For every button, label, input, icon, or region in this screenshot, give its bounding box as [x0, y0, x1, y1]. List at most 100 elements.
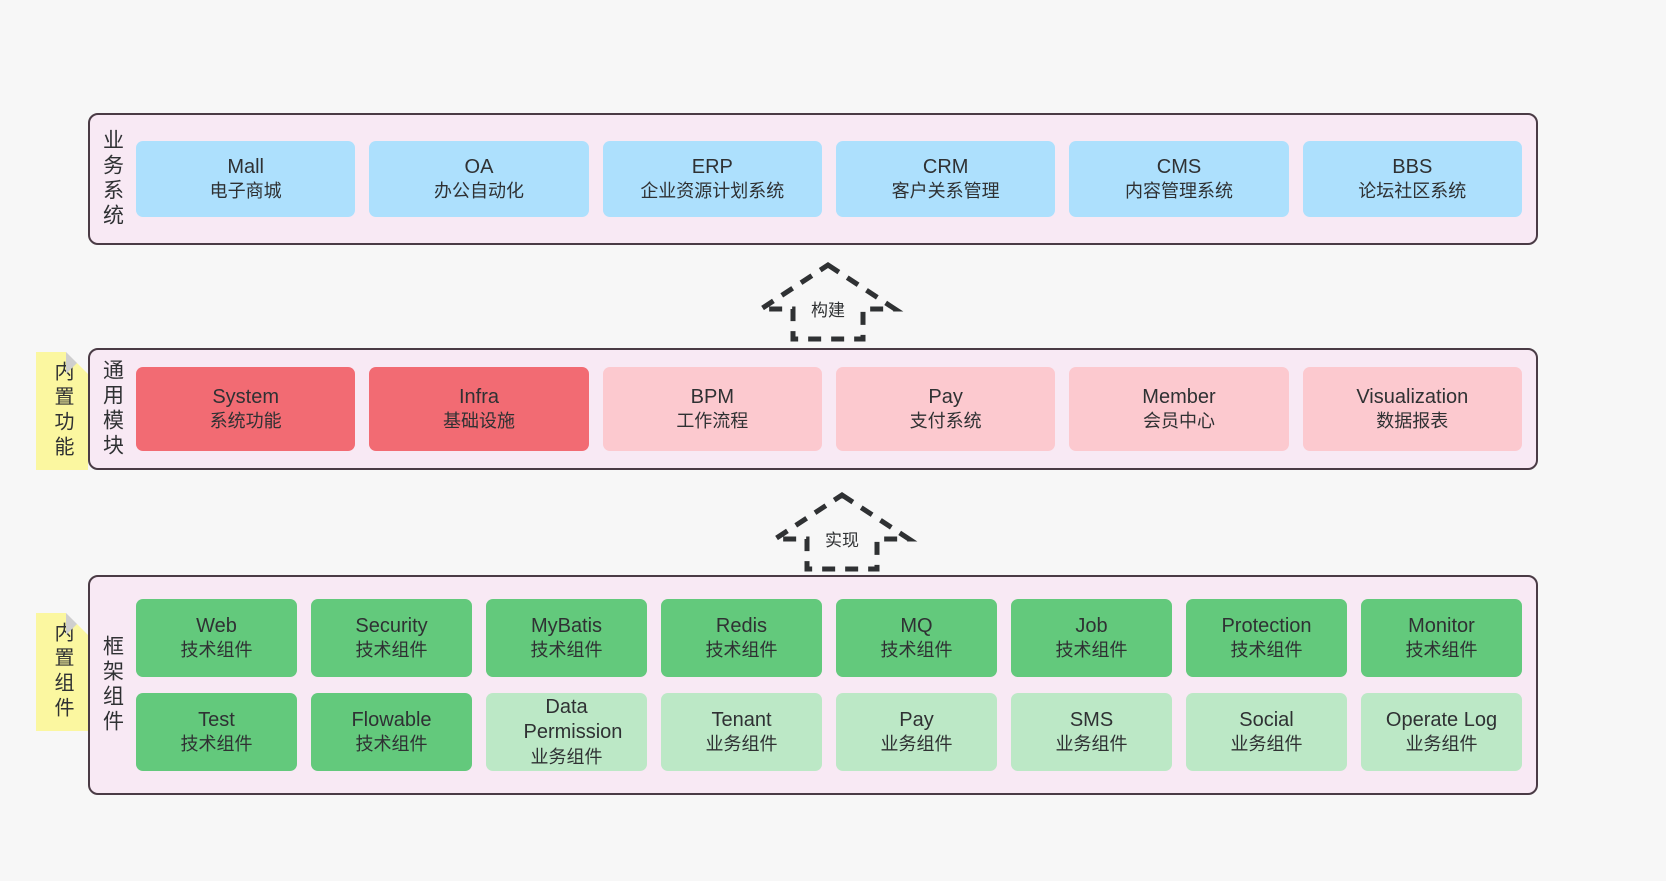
card-job[interactable]: Job 技术组件 — [1011, 599, 1172, 677]
card-subtitle: 基础设施 — [442, 411, 515, 432]
card-oa[interactable]: OA 办公自动化 — [369, 141, 589, 217]
card-member[interactable]: Member 会员中心 — [1069, 367, 1289, 451]
card-title: Operate Log — [1385, 708, 1498, 731]
card-subtitle: 技术组件 — [705, 640, 778, 661]
card-title: Job — [1075, 614, 1108, 637]
framework-row-business: Test 技术组件 Flowable 技术组件 Data Permission … — [136, 693, 1522, 771]
card-pay-component[interactable]: Pay 业务组件 — [836, 693, 997, 771]
section-body-business-systems: Mall 电子商城 OA 办公自动化 ERP 企业资源计划系统 CRM 客户关系… — [134, 115, 1536, 243]
card-title: MQ — [900, 614, 933, 637]
card-subtitle: 论坛社区系统 — [1358, 181, 1467, 202]
card-title: CRM — [922, 155, 969, 178]
card-test[interactable]: Test 技术组件 — [136, 693, 297, 771]
card-title: Flowable — [351, 708, 432, 731]
card-system[interactable]: System 系统功能 — [136, 367, 356, 451]
section-body-common-modules: System 系统功能 Infra 基础设施 BPM 工作流程 Pay 支付系统… — [134, 350, 1536, 468]
card-cms[interactable]: CMS 内容管理系统 — [1069, 141, 1289, 217]
card-social[interactable]: Social 业务组件 — [1186, 693, 1347, 771]
card-mq[interactable]: MQ 技术组件 — [836, 599, 997, 677]
card-title: Web — [196, 614, 237, 637]
card-title: SMS — [1069, 708, 1114, 731]
card-subtitle: 技术组件 — [180, 640, 253, 661]
card-title: System — [212, 385, 279, 408]
card-subtitle: 工作流程 — [676, 411, 749, 432]
card-subtitle: 业务组件 — [705, 734, 778, 755]
card-bbs[interactable]: BBS 论坛社区系统 — [1302, 141, 1522, 217]
card-subtitle: 办公自动化 — [433, 181, 524, 202]
card-subtitle: 系统功能 — [209, 411, 282, 432]
card-subtitle: 技术组件 — [530, 640, 603, 661]
connector-implement: 实现 — [766, 492, 918, 572]
card-tenant[interactable]: Tenant 业务组件 — [661, 693, 822, 771]
card-subtitle: 客户关系管理 — [891, 181, 1000, 202]
section-label-framework-components: 框架组件 — [100, 635, 124, 735]
card-bpm[interactable]: BPM 工作流程 — [602, 367, 822, 451]
sticky-note-builtin-features: 内置功能 — [36, 352, 88, 470]
card-subtitle: 技术组件 — [355, 640, 428, 661]
card-subtitle: 业务组件 — [1230, 734, 1303, 755]
card-title: OA — [464, 155, 494, 178]
card-crm[interactable]: CRM 客户关系管理 — [835, 141, 1056, 217]
section-body-framework-components: Web 技术组件 Security 技术组件 MyBatis 技术组件 Redi… — [134, 577, 1536, 793]
sticky-note-builtin-components: 内置组件 — [36, 613, 88, 731]
card-title: Pay — [928, 385, 963, 408]
card-title: Redis — [715, 614, 768, 637]
card-title: CMS — [1156, 155, 1202, 178]
connector-build: 构建 — [752, 262, 904, 342]
card-subtitle: 技术组件 — [1405, 640, 1478, 661]
card-subtitle: 业务组件 — [1055, 734, 1128, 755]
card-erp[interactable]: ERP 企业资源计划系统 — [602, 141, 822, 217]
card-title: BBS — [1392, 155, 1433, 178]
card-redis[interactable]: Redis 技术组件 — [661, 599, 822, 677]
card-operate-log[interactable]: Operate Log 业务组件 — [1361, 693, 1522, 771]
card-subtitle: 会员中心 — [1142, 411, 1215, 432]
sticky-note-label: 内置组件 — [51, 622, 73, 722]
card-subtitle: 业务组件 — [530, 747, 603, 768]
section-label-common-modules: 通用模块 — [100, 359, 124, 459]
card-subtitle: 技术组件 — [1230, 640, 1303, 661]
card-title: Visualization — [1356, 385, 1469, 408]
card-title: Protection — [1221, 614, 1312, 637]
card-infra[interactable]: Infra 基础设施 — [369, 367, 589, 451]
card-monitor[interactable]: Monitor 技术组件 — [1361, 599, 1522, 677]
section-framework-components: 框架组件 Web 技术组件 Security 技术组件 MyBatis 技术组件… — [88, 575, 1538, 795]
card-subtitle: 数据报表 — [1376, 411, 1449, 432]
card-title: ERP — [691, 155, 733, 178]
card-subtitle: 业务组件 — [880, 734, 953, 755]
card-subtitle: 电子商城 — [209, 181, 282, 202]
card-title: Member — [1142, 385, 1216, 408]
card-subtitle: 技术组件 — [355, 734, 428, 755]
card-protection[interactable]: Protection 技术组件 — [1186, 599, 1347, 677]
card-security[interactable]: Security 技术组件 — [311, 599, 472, 677]
card-mall[interactable]: Mall 电子商城 — [136, 141, 356, 217]
card-flowable[interactable]: Flowable 技术组件 — [311, 693, 472, 771]
framework-row-technical: Web 技术组件 Security 技术组件 MyBatis 技术组件 Redi… — [136, 599, 1522, 677]
card-title: MyBatis — [530, 614, 603, 637]
card-title: Infra — [458, 385, 499, 408]
section-label-business-systems: 业务系统 — [100, 129, 124, 229]
card-data-permission[interactable]: Data Permission 业务组件 — [486, 693, 647, 771]
section-business-systems: 业务系统 Mall 电子商城 OA 办公自动化 ERP 企业资源计划系统 CRM… — [88, 113, 1538, 245]
card-subtitle: 业务组件 — [1405, 734, 1478, 755]
card-title: Security — [355, 614, 428, 637]
card-mybatis[interactable]: MyBatis 技术组件 — [486, 599, 647, 677]
card-title: Monitor — [1408, 614, 1475, 637]
card-title: Tenant — [711, 708, 772, 731]
card-title: Pay — [899, 708, 934, 731]
card-subtitle: 技术组件 — [880, 640, 953, 661]
card-subtitle: 技术组件 — [180, 734, 253, 755]
card-web[interactable]: Web 技术组件 — [136, 599, 297, 677]
card-pay-module[interactable]: Pay 支付系统 — [835, 367, 1056, 451]
card-title: Social — [1239, 708, 1294, 731]
section-common-modules: 通用模块 System 系统功能 Infra 基础设施 BPM 工作流程 Pay… — [88, 348, 1538, 470]
card-subtitle: 企业资源计划系统 — [640, 181, 785, 202]
sticky-note-label: 内置功能 — [51, 361, 73, 461]
card-sms[interactable]: SMS 业务组件 — [1011, 693, 1172, 771]
card-title: BPM — [690, 385, 734, 408]
card-title: Test — [198, 708, 235, 731]
card-title: Data Permission — [523, 695, 623, 744]
card-title: Mall — [227, 155, 264, 178]
card-visualization[interactable]: Visualization 数据报表 — [1302, 367, 1522, 451]
card-subtitle: 支付系统 — [909, 411, 982, 432]
